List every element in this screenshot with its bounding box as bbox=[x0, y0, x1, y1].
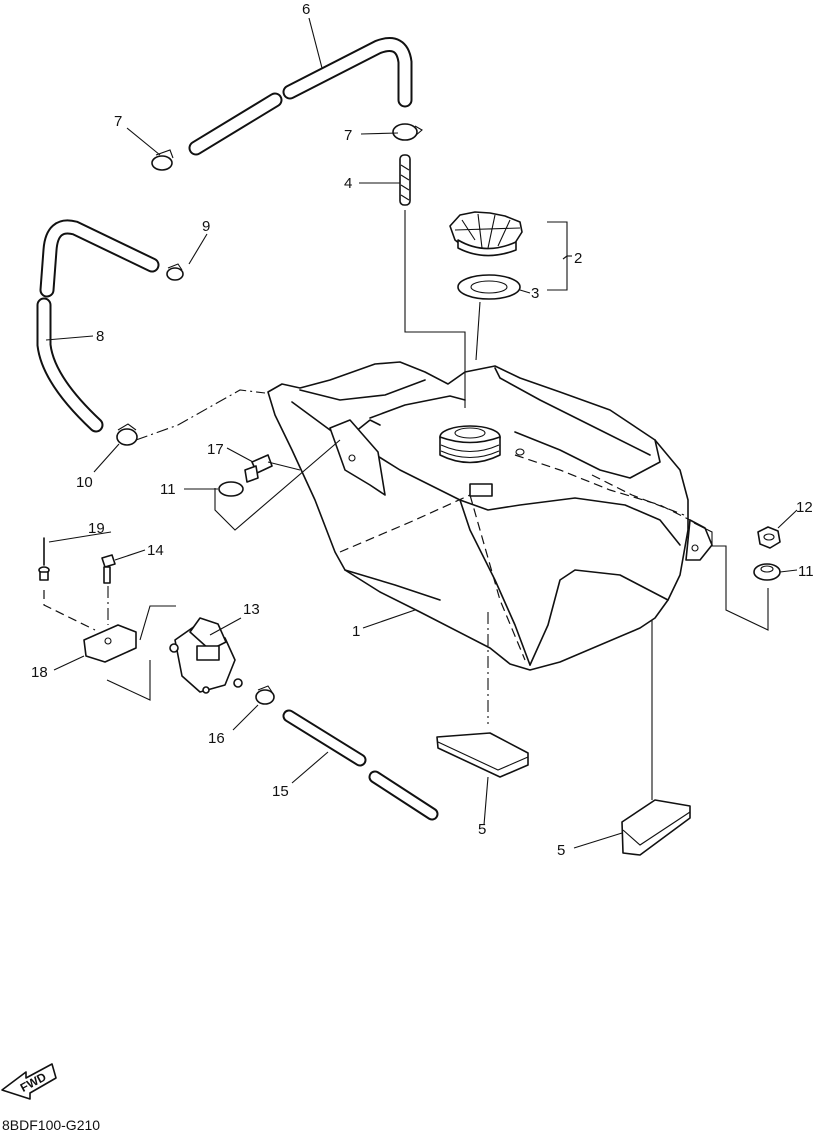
hose-clamp-center bbox=[392, 123, 423, 141]
callout-2: 2 bbox=[574, 250, 582, 267]
tank-pad-right bbox=[621, 799, 691, 856]
assembly-lines bbox=[43, 210, 769, 800]
callout-3: 3 bbox=[531, 285, 539, 302]
callout-5-left: 5 bbox=[478, 821, 486, 838]
fwd-direction-badge: FWD bbox=[1, 1063, 57, 1100]
callout-7-left: 7 bbox=[114, 113, 122, 130]
washer-11-left bbox=[218, 481, 244, 497]
damper-11-right bbox=[753, 563, 781, 581]
drawing-code: 8BDF100-G210 bbox=[2, 1117, 100, 1133]
breather-hose-upper bbox=[188, 37, 413, 156]
hose-clamp-10 bbox=[116, 423, 138, 446]
rivet-19 bbox=[38, 537, 50, 581]
fuel-tank bbox=[267, 361, 713, 671]
callout-16: 16 bbox=[208, 730, 225, 747]
callout-8: 8 bbox=[96, 328, 104, 345]
callout-19: 19 bbox=[88, 520, 105, 537]
nut-12 bbox=[757, 526, 781, 549]
callout-1: 1 bbox=[352, 623, 360, 640]
callout-12: 12 bbox=[796, 499, 813, 516]
bracket-18 bbox=[83, 624, 137, 663]
callout-18: 18 bbox=[31, 664, 48, 681]
tank-pad-left bbox=[436, 732, 529, 778]
vent-pipe bbox=[399, 154, 411, 206]
bolt-17 bbox=[244, 454, 273, 483]
screw-14 bbox=[101, 554, 116, 584]
callout-4: 4 bbox=[344, 175, 352, 192]
callout-14: 14 bbox=[147, 542, 164, 559]
part-callouts: 1 2 3 4 5 5 6 7 7 8 9 10 11 11 12 13 14 … bbox=[31, 1, 814, 859]
cap-gasket bbox=[457, 274, 521, 300]
callout-10: 10 bbox=[76, 474, 93, 491]
hose-clamp-9 bbox=[166, 263, 184, 281]
callout-11-left: 11 bbox=[160, 481, 176, 498]
hose-clamp-left bbox=[151, 149, 174, 171]
breather-hose-lower bbox=[36, 219, 160, 433]
callout-5-right: 5 bbox=[557, 842, 565, 859]
fuel-cap bbox=[449, 211, 523, 257]
hose-clamp-16 bbox=[255, 685, 275, 705]
callout-13: 13 bbox=[243, 601, 260, 618]
callout-17: 17 bbox=[207, 441, 224, 458]
callout-9: 9 bbox=[202, 218, 210, 235]
fuel-cock bbox=[169, 617, 243, 694]
callout-15: 15 bbox=[272, 783, 289, 800]
callout-11-right: 11 bbox=[798, 563, 814, 580]
callout-7-center: 7 bbox=[344, 127, 352, 144]
callout-6: 6 bbox=[302, 1, 310, 18]
leader-lines bbox=[45, 17, 798, 849]
fuel-hose-15 bbox=[282, 709, 439, 821]
